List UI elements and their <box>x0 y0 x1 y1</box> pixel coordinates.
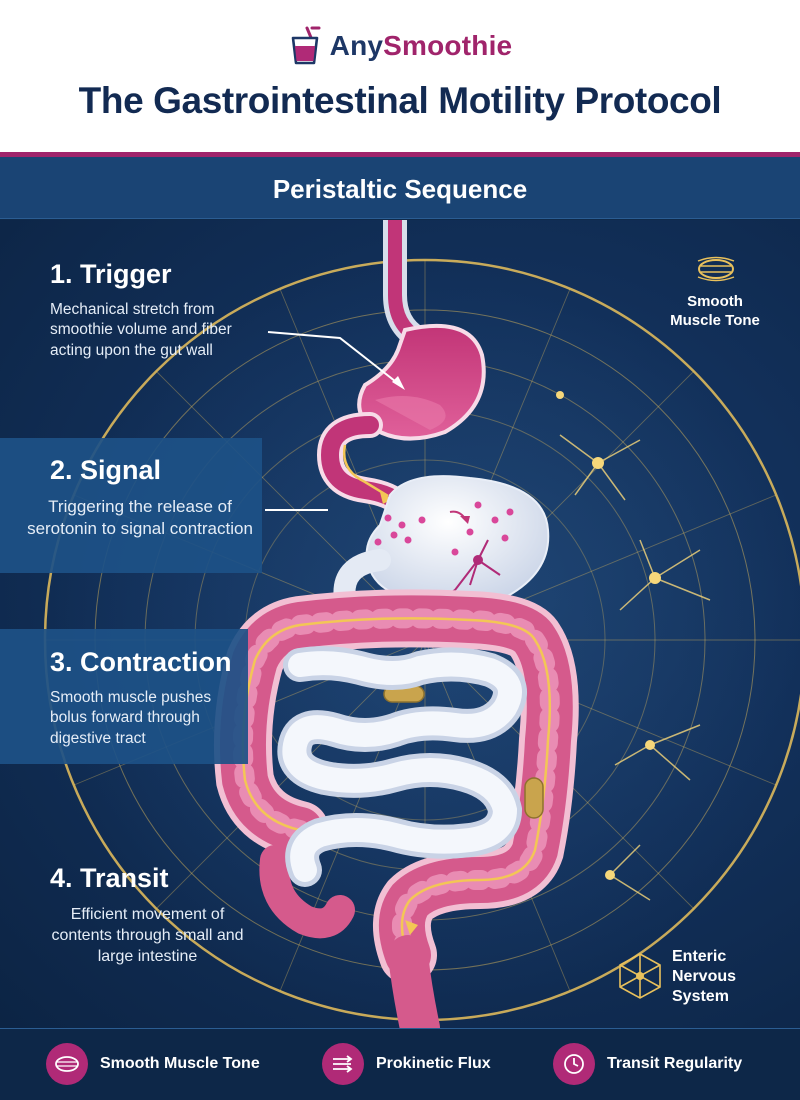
diagram-stage: 1. Trigger Mechanical stretch from smoot… <box>0 220 800 1028</box>
step-transit-description: Efficient movement of contents through s… <box>51 905 244 965</box>
step-signal: 2. Signal Triggering the release of sero… <box>27 455 260 541</box>
page-title: The Gastrointestinal Motility Protocol <box>78 80 722 121</box>
flux-arrows-icon <box>322 1043 364 1085</box>
section-title: Peristaltic Sequence <box>272 174 528 204</box>
step-trigger: 1. Trigger Mechanical stretch from smoot… <box>50 259 265 361</box>
enteric-nervous-system-label: Enteric Nervous System <box>672 948 737 1005</box>
small-intestine <box>277 646 527 887</box>
step-contraction-description: Smooth muscle pushes bolus forward throu… <box>50 688 212 747</box>
footer-item-transit: Transit Regularity <box>553 1043 742 1085</box>
step-transit-title: 4. Transit <box>50 863 169 893</box>
step-transit: 4. Transit Efficient movement of content… <box>50 863 255 967</box>
step-signal-panel <box>0 438 262 573</box>
footer-item-smooth-muscle: Smooth Muscle Tone <box>46 1043 260 1085</box>
enteric-neuron <box>439 539 501 601</box>
serotonin-particles <box>374 501 514 556</box>
step-contraction: 3. Contraction Smooth muscle pushes bolu… <box>50 647 245 749</box>
step-contraction-title: 3. Contraction <box>50 647 232 677</box>
duodenum <box>316 412 408 513</box>
footer-label-transit: Transit Regularity <box>607 1055 743 1072</box>
smooth-muscle-label: Smooth Muscle Tone <box>670 293 760 329</box>
neuron-network-icon <box>619 953 661 999</box>
header: AnySmoothie The Gastrointestinal Motilit… <box>0 0 800 152</box>
section-bar: Peristaltic Sequence <box>0 157 800 219</box>
callout-lines <box>265 331 401 511</box>
muscle-fiber-icon <box>697 256 735 282</box>
brand-name-part2: Smoothie <box>383 30 513 61</box>
divider <box>0 152 800 157</box>
step-trigger-title: 1. Trigger <box>50 259 172 289</box>
brand-name: AnySmoothie <box>330 30 513 62</box>
muscle-fiber-icon <box>46 1043 88 1085</box>
footer-bar: Smooth Muscle Tone Prokinetic Flux Trans… <box>0 1028 800 1100</box>
step-contraction-panel <box>0 629 248 764</box>
stomach <box>357 323 486 441</box>
footer-label-prokinetic: Prokinetic Flux <box>376 1055 491 1072</box>
step-signal-description: Triggering the release of serotonin to s… <box>27 496 253 539</box>
step-signal-title: 2. Signal <box>50 455 162 485</box>
step-trigger-description: Mechanical stretch from smoothie volume … <box>50 300 232 359</box>
brand-logo: AnySmoothie <box>0 26 800 66</box>
footer-label-smooth-muscle: Smooth Muscle Tone <box>100 1055 260 1072</box>
smoothie-cup-icon <box>291 26 321 65</box>
brand-name-part1: Any <box>329 30 384 61</box>
clock-icon <box>553 1043 595 1085</box>
footer-item-prokinetic: Prokinetic Flux <box>322 1043 491 1085</box>
